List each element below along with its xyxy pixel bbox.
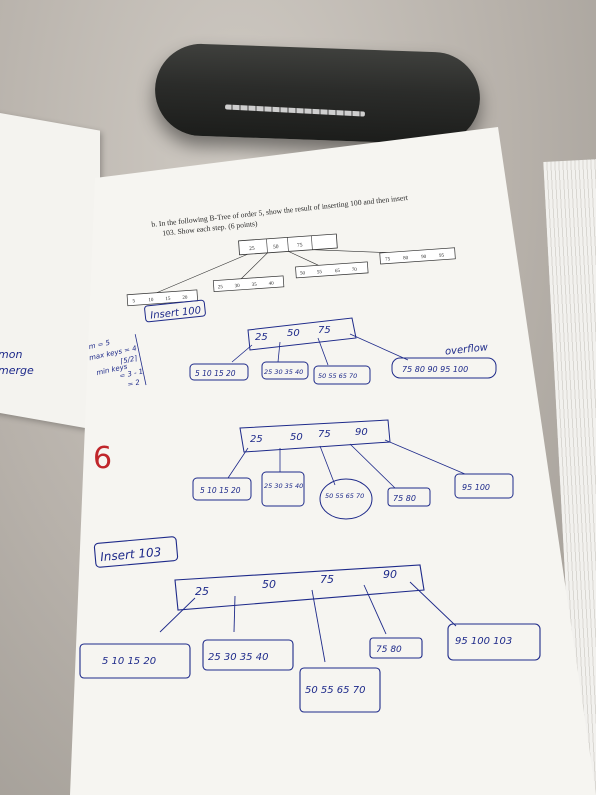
svg-text:65: 65	[335, 269, 341, 274]
svg-text:5: 5	[132, 299, 135, 304]
svg-text:5 10 15 20: 5 10 15 20	[200, 486, 241, 495]
svg-text:70: 70	[352, 268, 358, 273]
svg-text:50: 50	[290, 432, 303, 443]
left-fragment-1: mon	[0, 348, 22, 361]
insert-103-label: Insert 103	[100, 545, 162, 564]
svg-text:75 80: 75 80	[376, 645, 402, 655]
insert-100-label: Insert 100	[150, 305, 202, 321]
printed-leaf-3: 50 55 65 70	[295, 261, 369, 279]
overflow-note: overflow	[445, 342, 490, 358]
svg-text:50 55 65 70: 50 55 65 70	[305, 685, 365, 696]
svg-text:95 100: 95 100	[462, 483, 490, 492]
svg-text:80: 80	[403, 256, 409, 261]
svg-text:75: 75	[318, 325, 331, 336]
svg-text:95 100 103: 95 100 103	[455, 636, 512, 647]
svg-text:55: 55	[317, 270, 323, 275]
printed-root-key-3: 75	[297, 242, 303, 248]
svg-text:25: 25	[255, 332, 268, 343]
svg-text:20: 20	[182, 296, 188, 301]
printed-leaf-2: 25 30 35 40	[212, 275, 285, 293]
svg-text:30: 30	[235, 284, 241, 289]
step3-tree: 25 50 75 90 5 10 15 20 25 30 35 40 50 55…	[79, 564, 541, 713]
svg-text:50: 50	[262, 578, 276, 591]
svg-text:75: 75	[318, 429, 331, 440]
printed-leaf-1: 5 10 15 20	[126, 289, 199, 307]
printed-root-key-2: 50	[273, 244, 279, 250]
svg-text:75 80 90 95 100: 75 80 90 95 100	[402, 365, 468, 374]
svg-text:15: 15	[165, 297, 171, 302]
svg-text:25 30 35 40: 25 30 35 40	[264, 482, 303, 490]
svg-text:90: 90	[421, 255, 427, 260]
svg-text:25 30 35 40: 25 30 35 40	[264, 368, 303, 376]
svg-text:40: 40	[268, 281, 274, 286]
svg-text:90: 90	[383, 568, 397, 581]
svg-text:25 30 35 40: 25 30 35 40	[208, 652, 268, 663]
printed-btree: 25 50 75 5 10 15 20 25 30 35 40	[126, 233, 456, 307]
svg-text:25: 25	[218, 285, 224, 290]
step1-tree: 25 50 75 5 10 15 20 25 30 35 40 50 55 65…	[189, 317, 497, 385]
svg-text:5 10 15 20: 5 10 15 20	[102, 656, 156, 667]
svg-text:90: 90	[355, 427, 368, 438]
left-fragment-2: merge	[0, 364, 34, 377]
svg-text:50 55 65 70: 50 55 65 70	[325, 492, 364, 500]
svg-text:10: 10	[148, 298, 154, 303]
svg-text:50: 50	[287, 328, 300, 339]
score-mark: 6	[93, 441, 112, 476]
svg-text:50 55 65 70: 50 55 65 70	[318, 372, 357, 380]
exam-sheet	[70, 127, 596, 795]
svg-text:75: 75	[385, 257, 391, 262]
svg-text:95: 95	[439, 254, 445, 259]
svg-text:= 2: = 2	[127, 378, 141, 389]
step2-tree: 25 50 75 90 5 10 15 20 25 30 35 40 50 55…	[192, 419, 514, 520]
svg-text:75 80: 75 80	[393, 494, 416, 503]
svg-text:35: 35	[252, 283, 258, 288]
printed-leaf-4: 75 80 90 95	[379, 247, 456, 265]
svg-text:5 10 15 20: 5 10 15 20	[195, 369, 236, 378]
svg-text:50: 50	[300, 271, 306, 276]
svg-text:25: 25	[250, 434, 263, 445]
svg-text:75: 75	[320, 573, 334, 586]
svg-text:25: 25	[195, 585, 209, 598]
svg-text:⌈5/2⌉: ⌈5/2⌉	[120, 354, 138, 365]
printed-root-key-1: 25	[249, 246, 255, 252]
